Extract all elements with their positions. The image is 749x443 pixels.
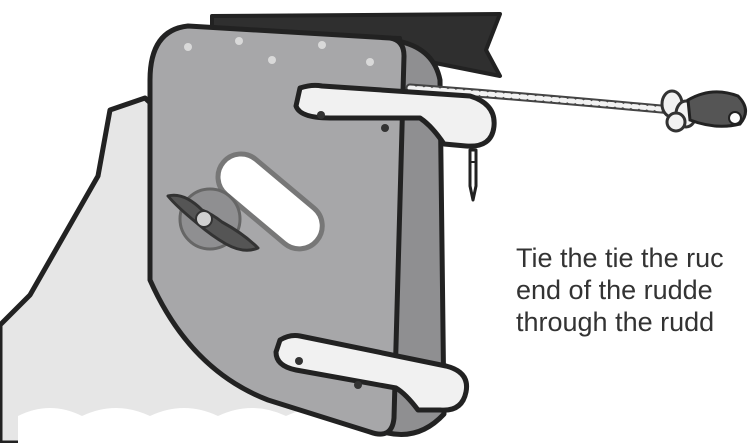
pulley-block-icon [688, 92, 746, 126]
instruction-line-1: Tie the tie the ruc [516, 242, 749, 274]
instruction-line-3: through the rudd [516, 306, 749, 338]
instruction-text: Tie the tie the ruc end of the rudde thr… [516, 242, 749, 338]
pivot-pin-icon [470, 150, 476, 200]
instruction-line-2: end of the rudde [516, 274, 749, 306]
